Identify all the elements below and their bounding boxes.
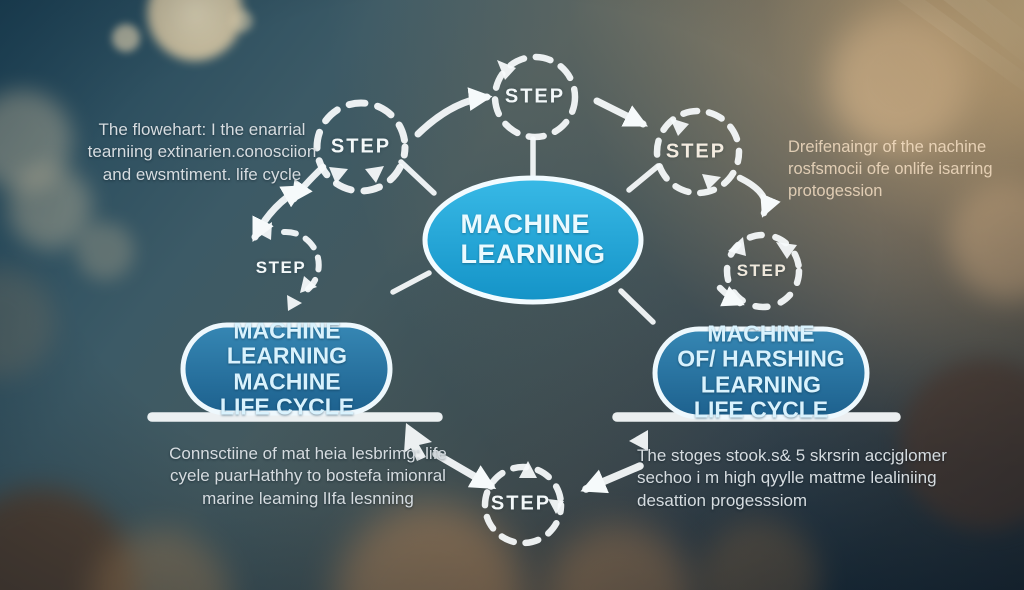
step-label-mid-right: STEP [736,261,788,280]
connector-line [398,159,437,196]
connector-line [390,270,432,295]
caption-bottom-right: The stoges stook.s& 5 skrsrin accjglomer… [637,446,947,510]
step-label-top: STEP [504,85,566,108]
step-circle-mid-right [723,231,803,311]
step-label-right: STEP [665,140,727,163]
connector-line [618,288,656,325]
caption-top-left: The flowehart: I the enarrial tearniing … [87,120,317,184]
arrow-icon [716,284,745,307]
arrowhead-icon [548,499,564,514]
caption-bottom-left: Connsctiine of mat heia lesbrimg: life c… [169,444,447,508]
pill-right-label: MACHINE OF/ HARSHING LEARNING LIFE CYCLE [677,320,845,423]
cursor-arrow-icon [404,423,432,461]
arrowhead-icon [256,222,272,240]
arrowhead-icon [497,60,516,80]
triangle-left-icon [629,430,648,451]
center-node [422,175,644,305]
arrowhead-icon [365,166,384,183]
step-circle-top [491,53,579,141]
arrowhead-icon [670,118,689,136]
center-node-label: MACHINE LEARNING [460,208,606,269]
step-label-bottom: STEP [490,492,552,515]
arrow-icon [432,450,497,490]
arrow-icon [290,163,327,204]
step-label-mid-left: STEP [255,258,307,277]
caption-top-right: Dreifenaingr of the nachine rosfsmocii o… [788,138,993,200]
pill-node-right [652,326,870,420]
arrowhead-icon [702,174,721,190]
connector-line [626,163,661,193]
arrowhead-icon [329,167,348,184]
step-circle-right [653,107,743,197]
step-circle-left [313,99,409,195]
arrow-icon [414,87,493,138]
arrowhead-decorations [256,60,797,514]
arrowhead-icon [776,242,797,259]
arrowhead-icon [287,295,302,311]
arrowhead-icon [300,276,317,293]
arrowhead-icon [728,237,746,256]
step-label-left: STEP [330,135,392,158]
pill-left-label: MACHINE LEARNING MACHINE LIFE CYCLE [219,317,355,420]
arrow-icon [580,462,644,494]
arrow-icon [736,174,781,218]
arrowhead-icon [519,461,537,478]
arrow-icon [593,97,649,128]
pill-node-left [180,322,393,416]
